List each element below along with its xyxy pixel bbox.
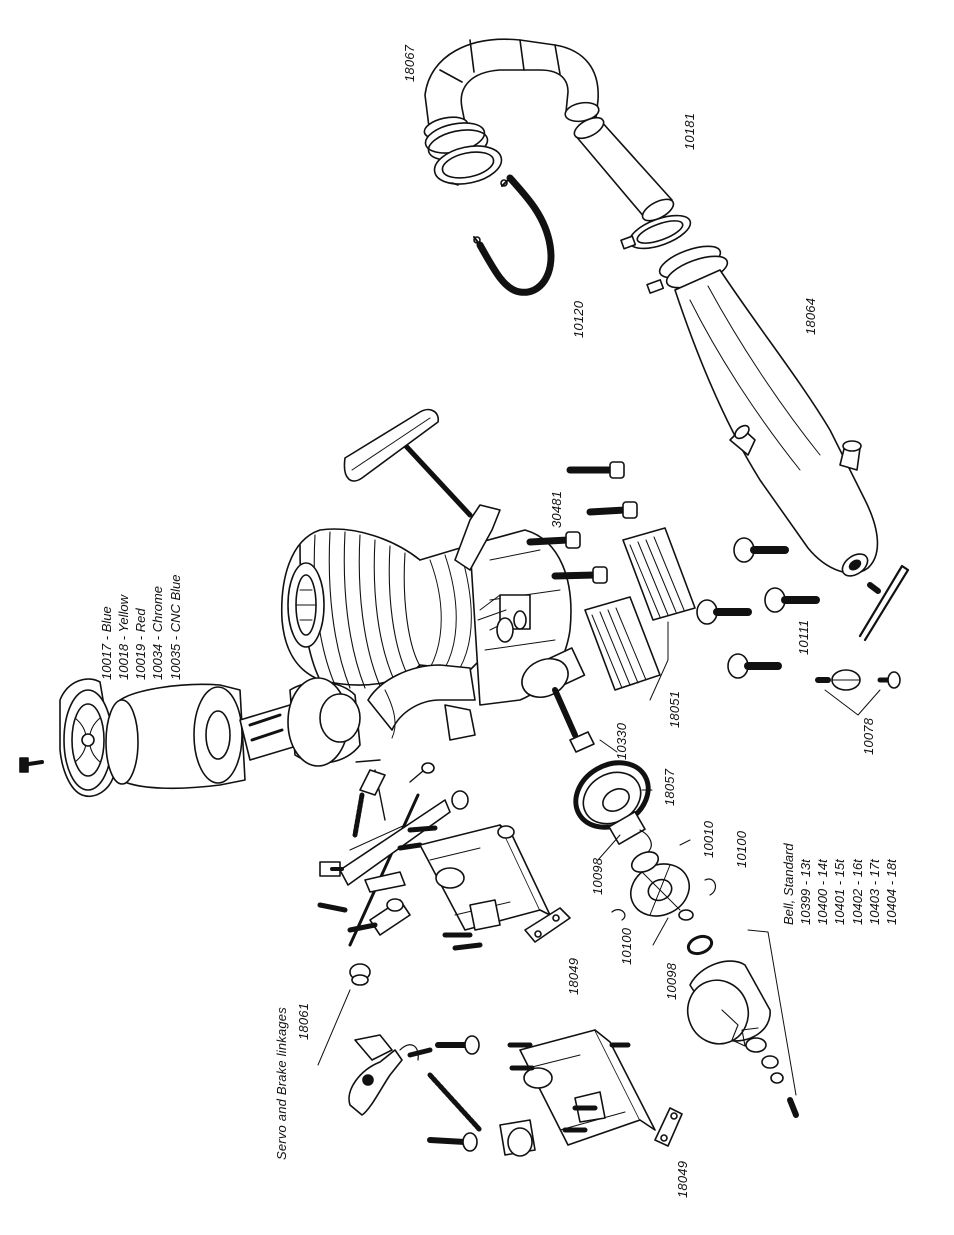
bell-item: 10402 - 16t: [849, 859, 865, 925]
label-flywheel: 18057: [662, 768, 677, 806]
label-clutch-spring-top: 10100: [734, 830, 749, 868]
air-filter-parts: [19, 677, 361, 797]
throttle-servo-group: [317, 759, 571, 951]
bell-title: Bell, Standard: [781, 843, 796, 925]
label-crankshaft-nut: 10330: [614, 722, 629, 760]
engine-block-part: [280, 408, 595, 753]
bell-item: 10403 - 17t: [866, 859, 882, 925]
head-color-item: 10035 - CNC Blue: [167, 574, 183, 681]
bell-item: 10400 - 14t: [815, 859, 831, 925]
label-servo-linkages-part: 18061: [296, 1002, 311, 1040]
label-engine-mount-bolts: 10111: [796, 619, 811, 655]
clutch-assembly: [573, 760, 799, 1118]
label-engine-screws: 30481: [549, 490, 564, 528]
label-collet: 10098: [590, 857, 605, 895]
steering-servo-group: [317, 963, 683, 1157]
head-color-item: 10019 - Red: [133, 608, 149, 680]
label-heatsink: 18051: [667, 690, 682, 728]
head-color-item: 10017 - Blue: [99, 606, 114, 680]
label-pipe-coupler: 10181: [682, 112, 697, 150]
label-servo-plate-1: 18049: [566, 957, 581, 995]
label-clutch-spring-bottom: 10100: [619, 927, 634, 965]
hex-key-tool: [858, 564, 910, 642]
head-color-list: 10017 - Blue 10018 - Yellow 10019 - Red …: [98, 575, 184, 681]
label-pipe-spring: 10120: [571, 300, 586, 338]
bell-item: 10404 - 18t: [883, 859, 899, 925]
label-pipe-mount: 10078: [861, 717, 876, 755]
label-collet-lower: 10098: [664, 962, 679, 1000]
pipe-coupler-part: [573, 116, 692, 250]
label-exhaust-header: 18067: [402, 44, 417, 82]
mount-hardware: [526, 461, 901, 716]
tuned-pipe-part: [646, 245, 879, 577]
exhaust-header-part: [423, 38, 600, 186]
bell-item: 10399 - 13t: [798, 859, 814, 925]
label-clutch-shoe: 10010: [701, 820, 716, 858]
head-color-item: 10034 - Chrome: [150, 586, 166, 680]
pipe-spring-part: [473, 174, 555, 296]
label-servo-plate-2: 18049: [675, 1160, 690, 1198]
head-color-item: 10018 - Yellow: [116, 594, 132, 680]
label-tuned-pipe: 18064: [803, 297, 818, 335]
bell-item: 10401 - 15t: [832, 859, 848, 925]
label-servo-caption: Servo and Brake linkages: [274, 1007, 289, 1160]
bell-size-list: Bell, Standard 10399 - 13t 10400 - 14t 1…: [780, 843, 900, 925]
